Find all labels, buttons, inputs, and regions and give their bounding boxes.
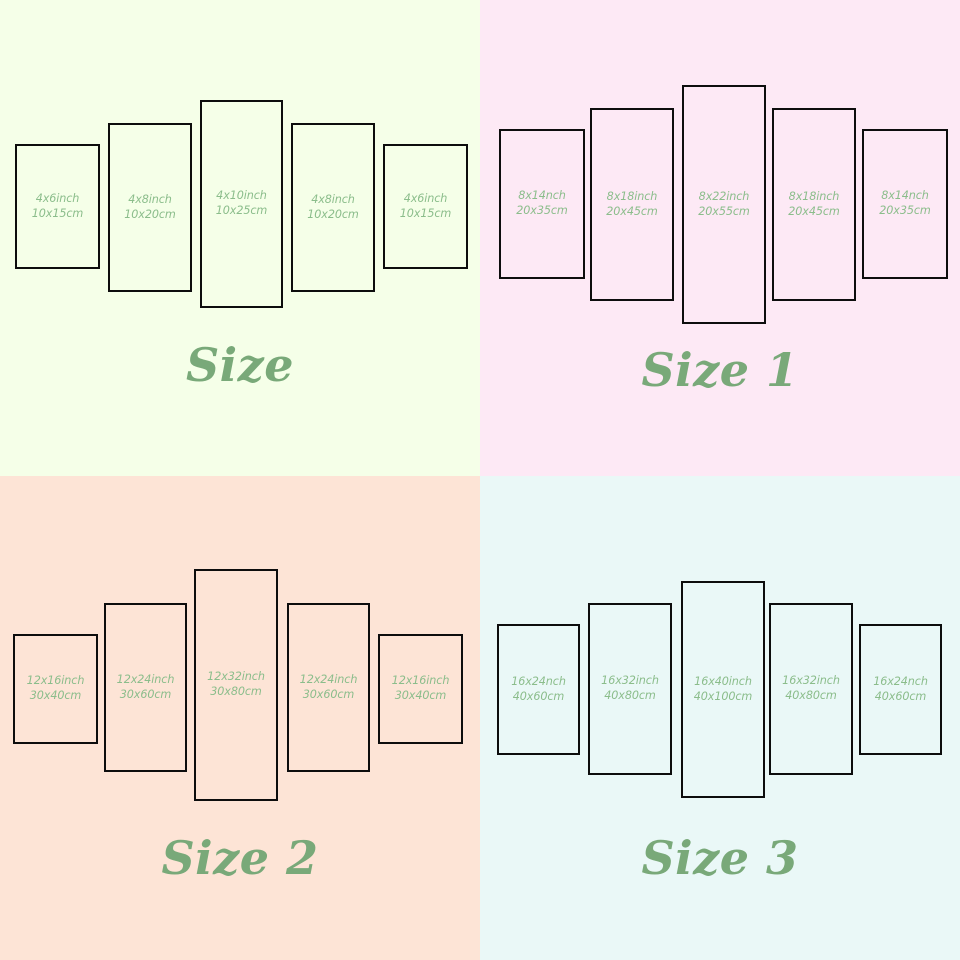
panel-size-cm: 40x100cm (693, 689, 753, 703)
panel-size-cm: 40x60cm (512, 689, 565, 703)
panel-size-inch: 16x32inch (782, 674, 840, 688)
panel-size-inch: 8x14nch (881, 189, 929, 203)
panel-size-cm: 20x35cm (879, 204, 931, 217)
panel-size-cm: 30x60cm (119, 687, 172, 701)
panel-size-cm: 10x20cm (124, 207, 176, 221)
panel-size-inch: 4x10inch (216, 189, 267, 203)
panel-size-cm: 20x45cm (788, 204, 840, 218)
panel-size-cm: 30x40cm (394, 689, 447, 702)
panel-size-inch: 12x24inch (116, 672, 175, 686)
panel-size-inch: 16x40inch (694, 674, 752, 688)
panel-size-cm: 20x35cm (516, 204, 568, 217)
panel-size-cm: 40x80cm (604, 689, 656, 702)
panel-size-inch: 8x14nch (518, 189, 566, 203)
panel-size-cm: 10x25cm (215, 204, 268, 217)
panel-size-cm: 10x15cm (399, 206, 452, 220)
panel-size-inch: 4x8inch (128, 192, 172, 206)
panel-size-cm: 10x20cm (307, 207, 359, 221)
panel-size-inch: 8x22inch (698, 189, 750, 203)
panel-size-inch: 12x32inch (207, 670, 265, 684)
panel-size-inch: 4x6inch (35, 191, 80, 205)
panel-size-inch: 16x24nch (873, 674, 928, 688)
panel-size-cm: 30x80cm (210, 685, 262, 698)
quadrant-title-size: Size (185, 338, 295, 392)
panel-size-cm: 20x45cm (606, 204, 658, 218)
panel-size-inch: 12x16inch (26, 674, 85, 688)
quadrant-title-size-3: Size 3 (641, 831, 799, 885)
panel-size-cm: 20x55cm (698, 204, 750, 218)
panel-size-inch: 16x24nch (511, 674, 566, 688)
panel-size-inch: 4x8inch (311, 192, 355, 206)
panel-size-inch: 12x24inch (299, 672, 358, 686)
quadrant-title-size-1: Size 1 (641, 343, 799, 397)
quadrant-title-size-2: Size 2 (161, 831, 319, 885)
panel-size-cm: 30x40cm (29, 689, 82, 702)
panel-size-inch: 8x18inch (606, 189, 658, 203)
panel-size-inch: 12x16inch (391, 674, 450, 688)
panel-size-inch: 8x18inch (788, 189, 840, 203)
panel-size-cm: 40x60cm (874, 689, 927, 703)
panel-size-inch: 4x6inch (403, 191, 448, 205)
panel-size-cm: 10x15cm (31, 206, 84, 220)
panel-size-inch: 16x32inch (601, 674, 659, 688)
panel-size-cm: 30x60cm (302, 687, 355, 701)
panel-size-cm: 40x80cm (785, 689, 837, 702)
